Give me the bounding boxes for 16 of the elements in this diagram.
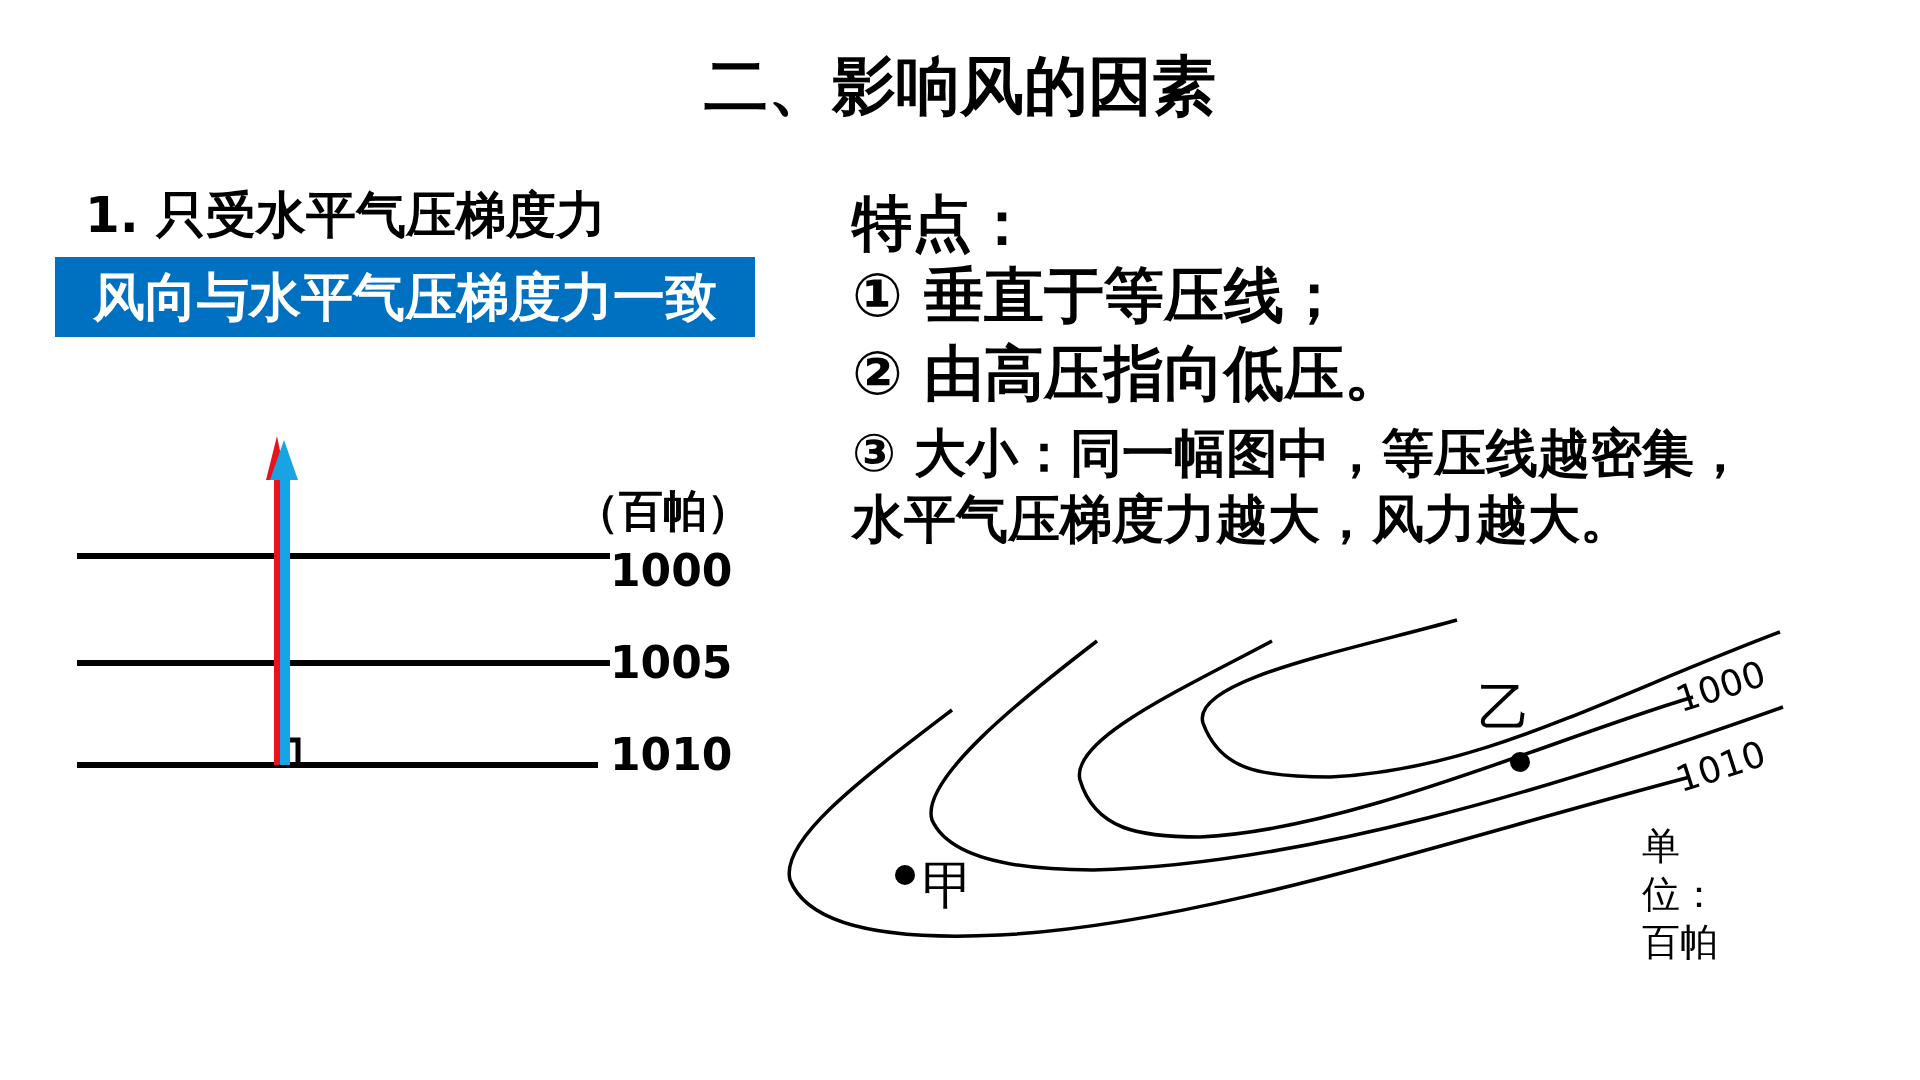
section-heading: 1. 只受水平气压梯度力 <box>85 185 607 246</box>
point-label: 乙 <box>1478 676 1530 739</box>
highlight-box: 风向与水平气压梯度力一致 <box>55 257 755 337</box>
feature-text: ② 由高压指向低压。 <box>852 337 1404 410</box>
slide-title: 二、影响风的因素 <box>703 48 1217 125</box>
feature-text: ③ 大小：同一幅图中，等压线越密集，水平气压梯度力越大，风力越大。 <box>852 422 1748 551</box>
isobar-value: 1010 <box>610 728 733 782</box>
isobar-value: 1000 <box>610 544 733 598</box>
unit-label: （百帕） <box>575 484 751 538</box>
unit-label: 单位：百帕 <box>1642 823 1719 966</box>
isobar-value: 1010 <box>1669 731 1772 803</box>
point-label: 甲 <box>922 854 974 917</box>
isobar-value: 1005 <box>610 636 733 690</box>
feature-text: ① 垂直于等压线； <box>852 259 1344 332</box>
isobar-value: 1000 <box>1669 651 1772 723</box>
heading: 特点： <box>852 187 1032 260</box>
